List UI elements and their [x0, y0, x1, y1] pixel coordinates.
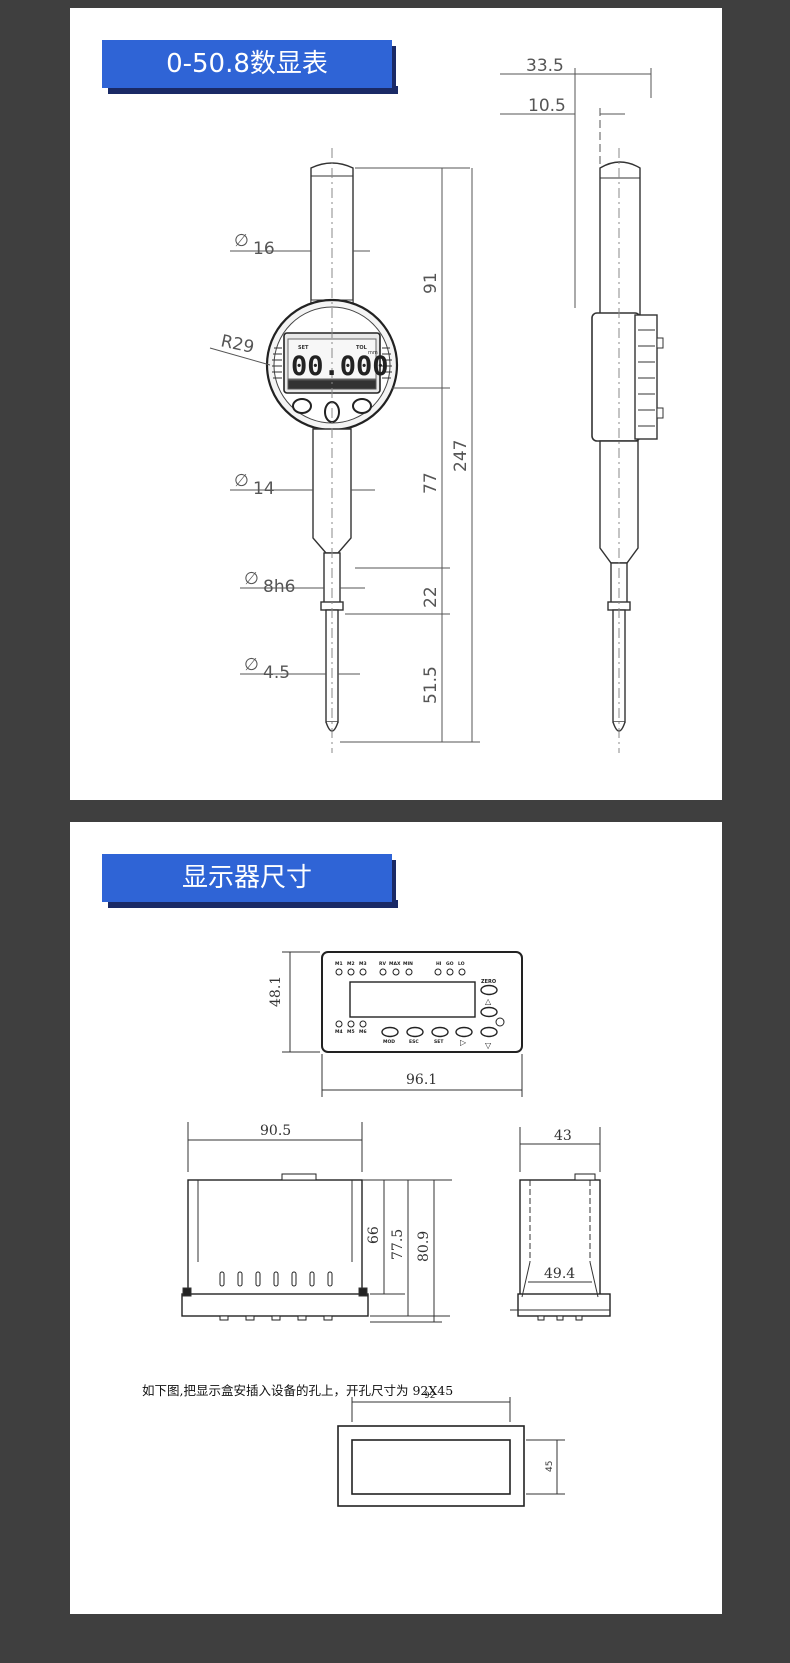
- button-label: MOD: [383, 1039, 395, 1045]
- led-label: M6: [359, 1029, 367, 1035]
- section-title: 显示器尺寸: [181, 863, 312, 893]
- section-title: 0-50.8数显表: [166, 49, 328, 79]
- section-banner: 0-50.8数显表: [102, 40, 398, 94]
- dim-width-offset: 10.5: [528, 96, 566, 116]
- dim-stem-diameter: 16: [253, 239, 275, 259]
- right-arrow-icon: ▷: [460, 1038, 467, 1047]
- dim-height-mid: 77: [421, 472, 441, 494]
- zero-label: ZERO: [481, 979, 496, 985]
- dim-diameter-symbol: ∅: [244, 569, 259, 589]
- dim-diameter-symbol: ∅: [244, 655, 259, 675]
- dim-front-height: 48.1: [268, 976, 284, 1007]
- unit-label: mm: [368, 350, 378, 356]
- dim-side-width: 43: [554, 1128, 572, 1144]
- dim-probe-diameter: 4.5: [263, 663, 290, 683]
- set-label: SET: [298, 345, 309, 351]
- dim-neck-diameter: 8h6: [263, 577, 295, 597]
- display-technical-drawing: M1 M2 M3 RV MAX MIN HI GO LO M4 M5 M6 MO…: [181, 951, 611, 1507]
- dim-height-77-5: 77.5: [390, 1229, 406, 1260]
- down-arrow-icon: ▽: [485, 1041, 492, 1050]
- dim-diameter-symbol: ∅: [234, 231, 249, 251]
- gauge-technical-drawing: 33.5 10.5 ∅ 16 R29 ∅ 14 ∅ 8h6 ∅ 4.5 91 7…: [209, 56, 664, 753]
- dim-height-80-9: 80.9: [416, 1231, 432, 1262]
- led-label: MAX: [389, 961, 401, 967]
- gauge-drawing-panel: 0-50.8数显表: [70, 8, 722, 800]
- dim-lower-diameter: 14: [253, 479, 275, 499]
- dim-height-neck: 22: [421, 586, 441, 608]
- dim-height-66: 66: [366, 1226, 382, 1244]
- button-label: SET: [434, 1039, 444, 1045]
- led-label: RV: [379, 961, 386, 967]
- section-banner: 显示器尺寸: [102, 854, 398, 908]
- button-label: ESC: [409, 1039, 419, 1045]
- dim-height-top: 91: [421, 272, 441, 294]
- lcd-reading: 00.000: [291, 351, 389, 382]
- led-label: HI: [436, 961, 442, 967]
- dim-diameter-symbol: ∅: [234, 471, 249, 491]
- dim-cutout-height: 45: [545, 1461, 555, 1472]
- dim-width-total: 33.5: [526, 56, 564, 76]
- display-drawing-panel: 显示器尺寸: [70, 822, 722, 1614]
- dim-cutout-width: 92: [424, 1391, 435, 1401]
- led-label: M3: [359, 961, 367, 967]
- led-label: M1: [335, 961, 343, 967]
- dim-clip-width: 49.4: [544, 1266, 575, 1282]
- led-label: LO: [458, 961, 465, 967]
- dim-height-total: 247: [451, 440, 471, 472]
- dim-face-radius: R29: [219, 331, 256, 358]
- tol-label: TOL: [356, 345, 368, 351]
- dim-height-probe: 51.5: [421, 666, 441, 704]
- led-label: M5: [347, 1029, 355, 1035]
- led-label: M4: [335, 1029, 343, 1035]
- cutout-note: 如下图,把显示盒安插入设备的孔上，开孔尺寸为 92X45: [142, 1383, 454, 1398]
- led-label: M2: [347, 961, 355, 967]
- led-label: MIN: [403, 961, 413, 967]
- led-label: GO: [446, 961, 454, 967]
- dim-top-width: 90.5: [260, 1123, 291, 1139]
- up-arrow-icon: △: [485, 997, 492, 1006]
- dim-front-width: 96.1: [406, 1072, 437, 1088]
